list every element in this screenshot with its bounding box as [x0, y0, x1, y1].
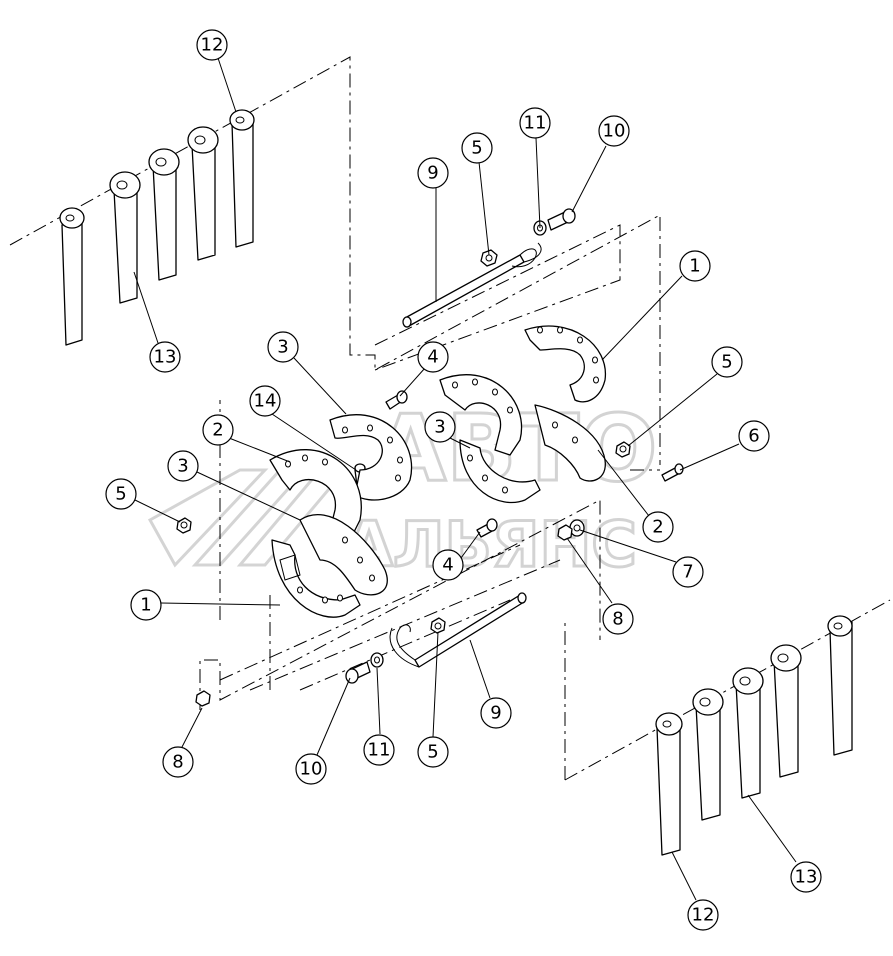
callout-7: 7: [672, 556, 704, 588]
svg-text:10: 10: [300, 759, 323, 780]
callout-14: 14: [249, 385, 281, 417]
callout-13-top: 13: [149, 341, 181, 373]
arm-part: [770, 644, 802, 778]
callouts: 12 13 9 5 11 10 1 3 4 14 2 3 5 3 5 6 2 7…: [105, 29, 822, 931]
arm-part: [655, 712, 683, 856]
svg-text:4: 4: [427, 347, 438, 368]
arm-part: [187, 126, 219, 261]
bolt-10-upper: [547, 208, 576, 231]
arm-part: [732, 667, 764, 799]
callout-2-right: 2: [642, 511, 674, 543]
ring-right-middle: [439, 374, 606, 482]
svg-text:11: 11: [524, 113, 547, 134]
nut-5-lower: [430, 617, 446, 634]
arm-part: [827, 615, 853, 756]
callout-8-right: 8: [602, 603, 634, 635]
callout-3-left: 3: [167, 450, 199, 482]
callout-11-lower: 11: [363, 734, 395, 766]
callout-5-left: 5: [105, 478, 137, 510]
callout-12-bottom: 12: [687, 899, 719, 931]
callout-12-top: 12: [196, 29, 228, 61]
nut-8-right: [557, 524, 573, 541]
svg-text:5: 5: [427, 742, 438, 763]
callout-8-left: 8: [162, 746, 194, 778]
arm-set-top-left: [59, 109, 255, 346]
svg-text:5: 5: [471, 138, 482, 159]
arm-set-bottom-right: [655, 615, 853, 856]
svg-text:2: 2: [212, 420, 223, 441]
ring-half-right-front: [459, 439, 541, 504]
nut-5-right: [615, 441, 631, 458]
leader-lines: [133, 57, 797, 901]
hardware: [176, 208, 684, 707]
ring-half-left-front: [271, 539, 361, 618]
svg-text:2: 2: [652, 517, 663, 538]
callout-1-left: 1: [130, 589, 162, 621]
nut-5-left: [176, 517, 192, 534]
svg-text:7: 7: [682, 562, 693, 583]
svg-text:14: 14: [254, 391, 277, 412]
callout-4-lower: 4: [432, 549, 464, 581]
svg-text:13: 13: [154, 347, 177, 368]
svg-text:5: 5: [115, 484, 126, 505]
ring-half-right-rear: [524, 325, 606, 403]
svg-text:12: 12: [692, 905, 715, 926]
callout-10-lower: 10: [295, 753, 327, 785]
washer-7: [569, 519, 585, 537]
rod-lower: [389, 592, 527, 668]
svg-text:9: 9: [490, 703, 501, 724]
callout-3-top: 3: [267, 331, 299, 363]
svg-text:8: 8: [172, 752, 183, 773]
callout-2-left: 2: [202, 414, 234, 446]
callout-13-bottom: 13: [790, 861, 822, 893]
svg-text:12: 12: [201, 35, 224, 56]
washer-11-lower: [370, 652, 384, 668]
arm-part: [109, 171, 141, 304]
callout-9-lower: 9: [480, 697, 512, 729]
nut-8-left: [195, 690, 211, 707]
stud-6: [661, 463, 684, 482]
svg-text:1: 1: [140, 595, 151, 616]
svg-text:5: 5: [721, 352, 732, 373]
bolt-4-lower: [476, 518, 498, 538]
assembly-axes: [9, 56, 891, 781]
ring-left-middle: [269, 449, 388, 596]
svg-text:4: 4: [442, 555, 453, 576]
rod-upper: [402, 242, 542, 328]
callout-5-top: 5: [461, 132, 493, 164]
callout-4-top: 4: [417, 341, 449, 373]
callout-5-lower: 5: [417, 736, 449, 768]
callout-10-top: 10: [598, 115, 630, 147]
ring-half-left-rear: [329, 414, 413, 501]
svg-text:6: 6: [748, 426, 759, 447]
arm-part: [229, 109, 255, 248]
svg-text:3: 3: [277, 337, 288, 358]
callout-1-right: 1: [679, 250, 711, 282]
svg-text:13: 13: [795, 867, 818, 888]
nut-5-upper: [480, 249, 498, 267]
callout-9-top: 9: [417, 157, 449, 189]
bolt-4-upper: [385, 390, 408, 410]
arm-part: [59, 207, 85, 346]
svg-text:9: 9: [427, 163, 438, 184]
arm-part: [148, 148, 180, 281]
callout-11-top: 11: [519, 107, 551, 139]
svg-text:8: 8: [612, 609, 623, 630]
callout-5-right: 5: [711, 346, 743, 378]
svg-text:1: 1: [689, 256, 700, 277]
callout-3-middle: 3: [424, 411, 456, 443]
svg-text:3: 3: [177, 456, 188, 477]
arm-part: [692, 688, 724, 821]
callout-6: 6: [738, 420, 770, 452]
svg-text:11: 11: [368, 740, 391, 761]
svg-text:10: 10: [603, 121, 626, 142]
svg-text:3: 3: [434, 417, 445, 438]
